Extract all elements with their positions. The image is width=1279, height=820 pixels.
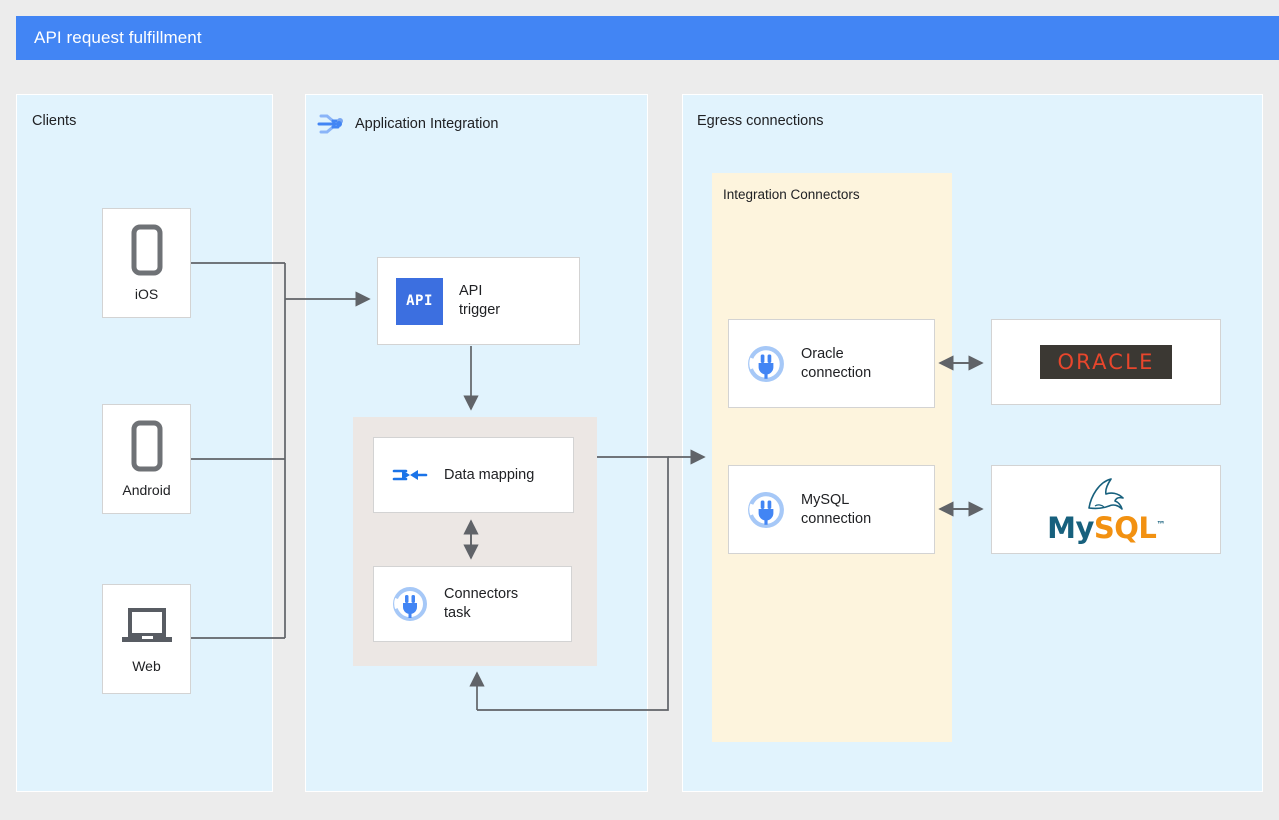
node-label-oracle-connection: Oracle connection (801, 345, 872, 381)
node-data-mapping[interactable]: Data mapping (373, 437, 574, 513)
connector-plug-icon (747, 491, 785, 529)
client-label: iOS (134, 286, 159, 302)
mysql-logo: MySQL™ (1047, 476, 1165, 543)
node-mysql-connection[interactable]: MySQL connection (728, 465, 935, 554)
mysql-logo-text: MySQL™ (1047, 514, 1165, 543)
node-oracle-connection[interactable]: Oracle connection (728, 319, 935, 408)
node-label-api-trigger: API trigger (459, 283, 501, 318)
connector-plug-icon (747, 345, 785, 383)
connector-plug-icon (392, 586, 428, 622)
panel-integration-connectors-label: Integration Connectors (723, 187, 860, 202)
node-api-trigger[interactable]: API API trigger (377, 257, 580, 345)
mysql-trademark: ™ (1156, 520, 1165, 531)
panel-application-integration-label: Application Integration (355, 116, 499, 132)
mysql-text-my: My (1047, 511, 1094, 545)
client-label: Android (122, 482, 171, 498)
panel-egress-connections-label: Egress connections (697, 113, 824, 129)
mysql-text-sql: SQL (1093, 511, 1157, 545)
page-title: API request fulfillment (34, 28, 202, 47)
client-node-web[interactable]: Web (102, 584, 191, 694)
node-connectors-task[interactable]: Connectors task (373, 566, 572, 642)
oracle-logo-text: ORACLE (1057, 350, 1155, 374)
dolphin-icon (1088, 478, 1124, 510)
application-integration-icon (316, 110, 346, 138)
panel-integration-connectors (712, 173, 952, 742)
node-mysql-database[interactable]: MySQL™ (991, 465, 1221, 554)
api-trigger-icon-text: API (406, 293, 433, 309)
panel-clients-label: Clients (32, 113, 77, 129)
panel-application-integration-header: Application Integration (316, 110, 499, 138)
client-node-ios[interactable]: iOS (102, 208, 191, 318)
node-oracle-database[interactable]: ORACLE (991, 319, 1221, 405)
phone-icon (127, 420, 167, 476)
node-label-mysql-connection: MySQL connection (801, 491, 872, 527)
node-label-connectors-task: Connectors task (444, 586, 519, 621)
client-label: Web (132, 658, 161, 674)
api-trigger-icon: API (396, 277, 443, 325)
laptop-icon (118, 604, 176, 652)
data-mapping-icon (392, 462, 428, 488)
node-label-data-mapping: Data mapping (444, 466, 535, 483)
phone-icon (127, 224, 167, 280)
oracle-logo: ORACLE (1040, 345, 1172, 379)
header-bar: API request fulfillment (16, 16, 1279, 60)
client-node-android[interactable]: Android (102, 404, 191, 514)
